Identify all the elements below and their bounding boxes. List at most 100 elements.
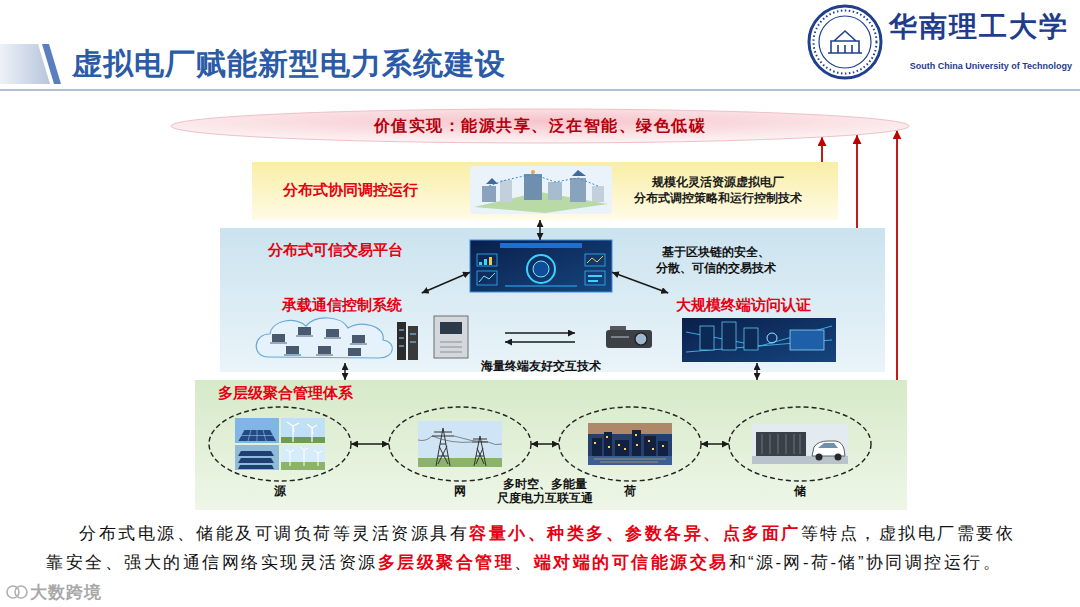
load-ellipse-outline [588, 423, 672, 434]
terminal-access-auth: 大规模终端访问认证 [662, 293, 840, 363]
storage-ellipse-outline [762, 434, 800, 454]
network-cloud-picture [352, 335, 365, 343]
university-seal [819, 16, 871, 68]
resource-label-slot: 储 [718, 483, 882, 500]
interaction-arrows [505, 341, 575, 342]
access-terminal-picture [682, 318, 836, 362]
load-ellipse-outline [615, 440, 629, 456]
link-arrow [531, 443, 559, 445]
platform-screen [479, 262, 482, 265]
aggregation-band [195, 380, 907, 510]
grid-ellipse-outline [418, 458, 502, 467]
source-ellipse-outline [238, 451, 274, 456]
source-ellipse: 源 [208, 406, 352, 482]
layer-heading-slot: 分布式协同调控运行 [283, 181, 418, 200]
load-ellipse-outline [559, 407, 701, 481]
resource-label-slot: 网 [378, 483, 542, 500]
source-ellipse-outline [281, 418, 325, 443]
tech-note: 海量终端友好交互技术 [477, 359, 605, 375]
projector-picture [606, 326, 652, 348]
value-arrow [856, 135, 858, 228]
load-ellipse-outline [632, 430, 641, 456]
tech-note: 基于区块链的安全、 分散、可信的交易技术 [648, 245, 784, 276]
load-ellipse-outline [644, 436, 656, 456]
source-ellipse-outline [287, 422, 317, 442]
server-picture [434, 316, 468, 358]
university-name-en-slot: South China University of Technology [870, 61, 1072, 71]
source-ellipse-outline [208, 406, 352, 482]
load-ellipse-outline [618, 444, 620, 446]
load-ellipse-outline [648, 440, 650, 442]
comm-control-system: 承载通信控制系统 [252, 293, 427, 363]
tech-note: 多时空、多能量 尺度电力互联互通 [492, 478, 598, 506]
resource-label: 网 [378, 483, 542, 500]
value-arrow [821, 137, 823, 162]
watermark: 大数跨境 [30, 581, 102, 604]
caption-run: 、 [514, 553, 534, 571]
caption-emphasis: 容量小、种类多、参数各异、点多面广 [469, 524, 801, 542]
platform-screen [489, 257, 492, 265]
load-ellipse-outline [606, 436, 608, 438]
projector-picture [635, 333, 647, 345]
load-ellipse-outline [558, 406, 702, 482]
storage-ellipse-outline [816, 454, 823, 461]
storage-ellipse-outline [835, 454, 842, 461]
load-ellipse-outline [652, 448, 654, 450]
city-picture [470, 166, 612, 214]
network-cloud-picture [316, 354, 333, 356]
source-ellipse-outline [281, 445, 325, 470]
group-heading: 大规模终端访问认证 [676, 296, 811, 315]
caption-emphasis: 端对端的可信能源交易 [534, 553, 729, 571]
network-cloud-picture [408, 326, 418, 360]
grid-ellipse-outline [472, 436, 488, 466]
access-terminal-picture [744, 328, 758, 350]
load-ellipse-outline [658, 441, 668, 456]
load-ellipse-outline [588, 423, 672, 465]
load-ellipse-outline [592, 438, 602, 456]
network-cloud-picture [324, 337, 341, 339]
city-picture [570, 178, 586, 202]
server-picture [434, 316, 468, 358]
city-picture [500, 180, 512, 202]
university-seal [809, 6, 881, 78]
caption-run: 分布式电源、储能及可调负荷等灵活资源具有 [79, 524, 469, 542]
platform-screen [527, 255, 555, 283]
network-cloud-picture [286, 346, 299, 354]
grid-ellipse-outline [389, 407, 531, 481]
network-cloud-picture [348, 348, 361, 356]
link-arrow [701, 443, 729, 445]
city-picture [572, 170, 586, 176]
source-ellipse-outline [281, 437, 325, 443]
storage-ellipse-outline [728, 406, 872, 482]
network-cloud-picture [318, 346, 331, 354]
city-picture [489, 174, 598, 186]
caption-slot: 分布式电源、储能及可调负荷等灵活资源具有容量小、种类多、参数各异、点多面广等特点… [46, 519, 1050, 577]
city-picture [548, 182, 562, 200]
value-ellipse-outline [171, 109, 909, 143]
load-ellipse-outline [594, 459, 666, 462]
load-ellipse-outline [608, 446, 610, 448]
caption: 分布式电源、储能及可调负荷等灵活资源具有容量小、种类多、参数各异、点多面广等特点… [46, 519, 1050, 577]
header-decoration [0, 44, 1080, 90]
load-ellipse-outline [594, 434, 664, 450]
source-ellipse-outline [209, 407, 351, 481]
source-ellipse-outline [235, 445, 279, 470]
city-picture [486, 178, 498, 184]
network-cloud-picture [298, 327, 311, 335]
network-cloud-picture [399, 330, 416, 346]
grid-ellipse-outline [432, 428, 454, 466]
value-ellipse: 价值实现：能源共享、泛在智能、绿色低碳 [170, 108, 910, 144]
load-ellipse-outline [635, 434, 637, 436]
link-arrow [422, 272, 470, 293]
server-picture [440, 322, 462, 334]
watermark-icon [15, 586, 27, 598]
network-cloud-picture [397, 322, 406, 360]
load-ellipse-outline [594, 442, 596, 444]
header-decoration [0, 44, 50, 84]
city-picture [592, 186, 604, 202]
platform-screen [479, 273, 495, 282]
slide-title: 虚拟电厂赋能新型电力系统建设 [72, 44, 506, 85]
load-ellipse-outline [636, 444, 638, 446]
